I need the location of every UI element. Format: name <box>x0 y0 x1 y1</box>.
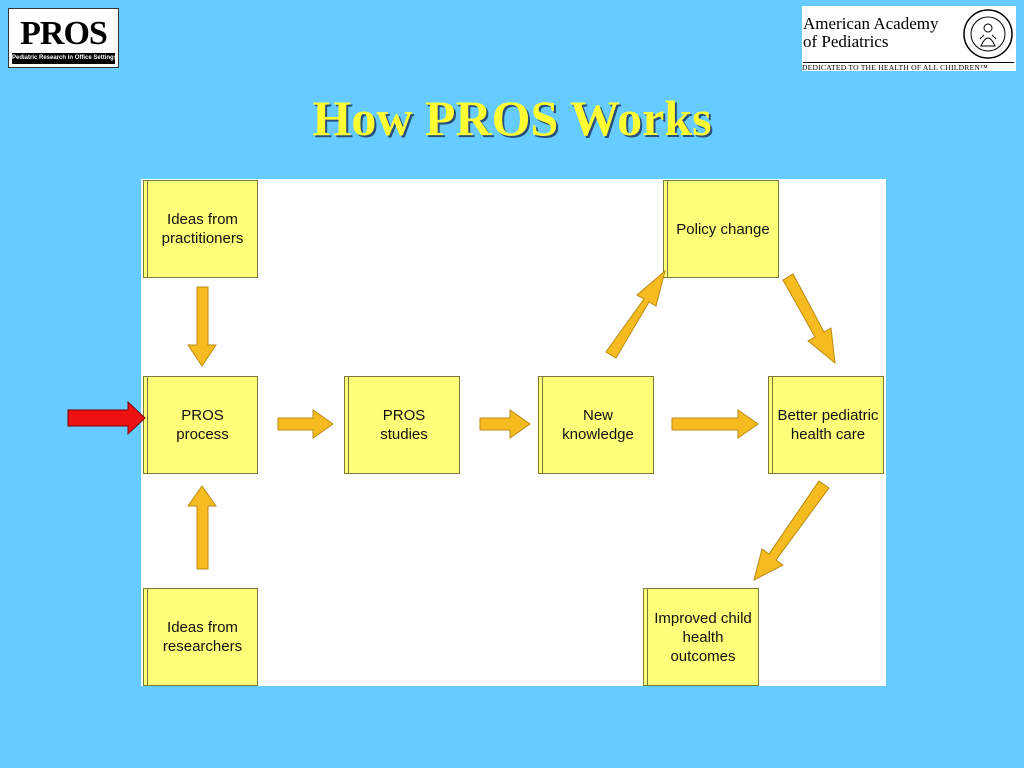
aap-logo-name: American Academy of Pediatrics <box>803 15 963 51</box>
arrow-knowledge-to-policy <box>605 269 666 359</box>
node-better-pediatric-health-care: Better pediatric health care <box>772 376 884 474</box>
arrow-better-care-to-outcomes <box>753 480 830 581</box>
arrow-practitioners-to-process <box>187 286 217 367</box>
aap-seal-icon <box>963 9 1013 59</box>
aap-name-line1: American Academy <box>803 14 939 33</box>
red-pointer-arrow-icon <box>67 400 146 436</box>
aap-logo: American Academy of Pediatrics DEDICATED… <box>802 6 1016 72</box>
pros-logo-tagline: Pediatric Research in Office Settings <box>12 53 115 64</box>
node-pros-studies: PROS studies <box>348 376 460 474</box>
page-title: How PROS Works <box>312 90 712 146</box>
aap-logo-tagline: DEDICATED TO THE HEALTH OF ALL CHILDREN™ <box>802 63 988 72</box>
arrow-studies-to-knowledge <box>479 409 531 439</box>
pros-logo: PROS Pediatric Research in Office Settin… <box>8 8 119 68</box>
aap-name-line2: of Pediatrics <box>803 32 889 51</box>
node-ideas-from-researchers: Ideas from researchers <box>147 588 258 686</box>
arrow-policy-to-better-care <box>782 273 836 365</box>
node-ideas-from-practitioners: Ideas from practitioners <box>147 180 258 278</box>
pros-logo-word: PROS <box>12 11 115 55</box>
node-policy-change: Policy change <box>667 180 779 278</box>
arrow-researchers-to-process <box>187 485 217 570</box>
arrow-process-to-studies <box>277 409 334 439</box>
node-improved-child-health-outcomes: Improved child health outcomes <box>647 588 759 686</box>
aap-logo-rule <box>803 62 1014 63</box>
arrow-knowledge-to-better-care <box>671 409 759 439</box>
node-pros-process: PROS process <box>147 376 258 474</box>
node-new-knowledge: New knowledge <box>542 376 654 474</box>
